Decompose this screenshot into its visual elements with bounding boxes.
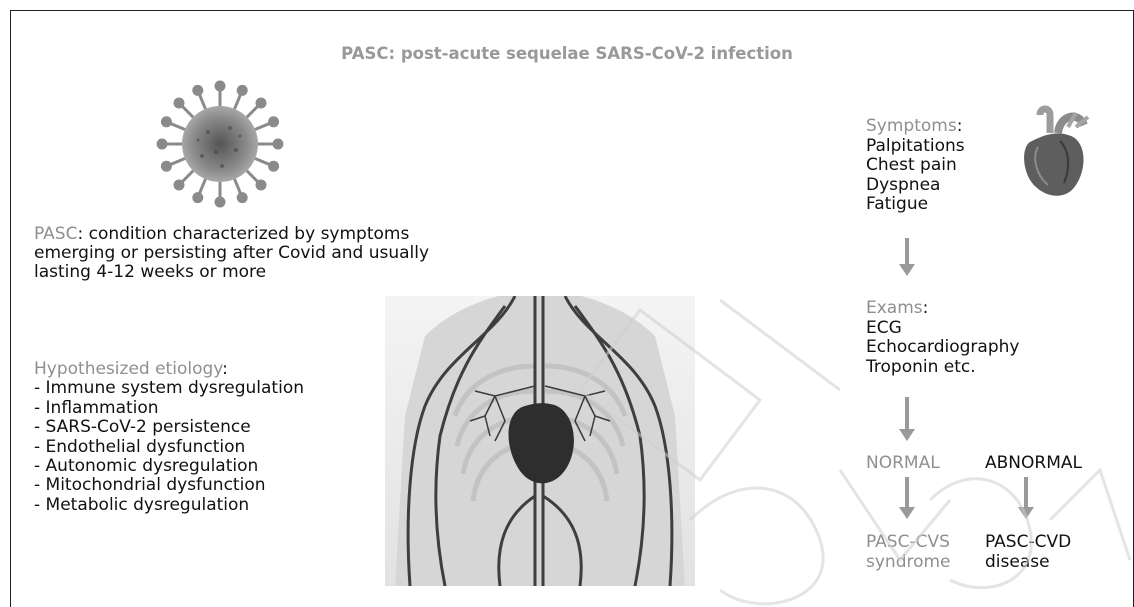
heart-icon [1010, 105, 1100, 205]
pasc-cvs-line1: PASC-CVS [866, 532, 951, 552]
arrow-down-icon [897, 238, 917, 278]
pasc-cvs-result: PASC-CVS syndrome [866, 532, 951, 572]
symptoms-block: Symptoms: Palpitations Chest pain Dyspne… [866, 117, 965, 215]
symptoms-heading: Symptoms [866, 116, 957, 136]
pasc-cvd-line1: PASC-CVD [985, 532, 1071, 552]
exam-item: Echocardiography [866, 338, 1019, 358]
pasc-cvs-line2: syndrome [866, 552, 951, 572]
symptom-item: Fatigue [866, 195, 965, 215]
arrow-down-icon [897, 477, 917, 521]
symptom-item: Dyspnea [866, 176, 965, 196]
etiology-colon: : [222, 359, 228, 379]
pasc-definition: PASC: condition characterized by symptom… [34, 225, 429, 282]
exam-item: ECG [866, 319, 1019, 339]
symptoms-colon: : [957, 116, 963, 136]
etiology-item: - Mitochondrial dysfunction [34, 476, 304, 495]
etiology-item: - Metabolic dysregulation [34, 496, 304, 515]
normal-label: NORMAL [866, 454, 940, 473]
abnormal-label: ABNORMAL [985, 454, 1082, 473]
exams-block: Exams: ECG Echocardiography Troponin etc… [866, 299, 1019, 377]
exams-colon: : [923, 298, 929, 318]
etiology-item: - Endothelial dysfunction [34, 438, 304, 457]
etiology-item: - SARS-CoV-2 persistence [34, 418, 304, 437]
pasc-cvd-result: PASC-CVD disease [985, 532, 1071, 572]
definition-line2: emerging or persisting after Covid and u… [34, 244, 429, 263]
etiology-item: - Inflammation [34, 399, 304, 418]
symptom-item: Chest pain [866, 156, 965, 176]
etiology-heading: Hypothesized etiology [34, 359, 222, 379]
pasc-cvd-line2: disease [985, 552, 1071, 572]
pasc-term: PASC [34, 224, 77, 244]
figure-title: PASC: post-acute sequelae SARS-CoV-2 inf… [0, 44, 1134, 63]
definition-line3: lasting 4-12 weeks or more [34, 263, 429, 282]
symptom-item: Palpitations [866, 137, 965, 157]
etiology-item: - Immune system dysregulation [34, 379, 304, 398]
etiology-block: Hypothesized etiology: - Immune system d… [34, 360, 304, 515]
arrow-down-icon [1016, 477, 1036, 521]
arrow-down-icon [897, 397, 917, 443]
definition-line1: : condition characterized by symptoms [77, 224, 409, 244]
exams-heading: Exams [866, 298, 923, 318]
virus-icon [150, 80, 290, 210]
circulatory-system-illustration [385, 296, 695, 586]
exam-item: Troponin etc. [866, 358, 1019, 378]
etiology-item: - Autonomic dysregulation [34, 457, 304, 476]
